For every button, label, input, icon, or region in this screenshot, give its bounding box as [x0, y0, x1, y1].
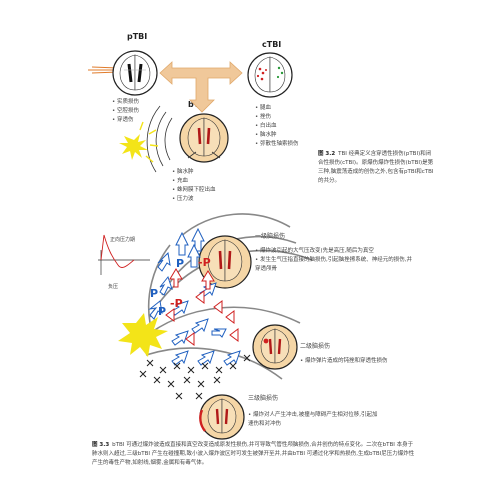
- svg-text:P: P: [158, 305, 166, 318]
- ptbi-brain-icon: [112, 50, 158, 96]
- tertiary-injury-brain-icon: [199, 394, 245, 440]
- list-item: • 爆炸波引起的大气压改变(先是高压,随后为真空: [255, 248, 374, 254]
- explosion-burst-icon: [119, 121, 159, 163]
- list-item: • 腿血: [255, 105, 271, 111]
- secondary-injury-text: • 爆炸弹片造成的钝挫和穿透性损伤: [300, 358, 388, 364]
- ctbi-label: cTBI: [262, 40, 282, 49]
- negative-pressure-arrows-icon: [165, 268, 239, 346]
- list-item: • 空腔损伤: [112, 108, 139, 114]
- figure-3-2: pTBI cTBI bTBI: [0, 0, 500, 205]
- caption-number: 图 3.2: [318, 151, 336, 157]
- list-item: • 弥散性轴索损伤: [255, 141, 299, 147]
- list-item: 穿透颅骨: [255, 266, 278, 272]
- ctbi-list: • 腿血 • 挫伤 • 白出血 • 脑水肿 • 弥散性轴索损伤: [255, 104, 299, 149]
- explosion-burst-icon: [118, 313, 168, 357]
- list-item: • 充血: [172, 178, 188, 184]
- ctbi-brain-icon: [247, 52, 293, 98]
- primary-injury-brain-icon: [198, 235, 252, 289]
- tertiary-injury-title: 三级脑损伤: [248, 395, 279, 402]
- secondary-injury-block: 二级脑损伤 • 爆炸弹片造成的钝挫和穿透性损伤: [300, 343, 388, 366]
- primary-injury-title: 一级脑损伤: [255, 233, 286, 240]
- list-item: • 爆炸对人产生冲击,被撞与障碍产生相对位移,引起加: [248, 412, 378, 418]
- graph-positive-phase-label: 正向压力期: [110, 237, 136, 243]
- blast-wave-arcs-icon: [146, 105, 173, 173]
- list-item: • 挫伤: [255, 114, 271, 120]
- pressure-graph-icon: [98, 234, 150, 275]
- tertiary-injury-block: 三级脑损伤 • 爆炸对人产生冲击,被撞与障碍产生相对位移,引起加 速伤和对冲伤: [248, 395, 378, 429]
- ptbi-list: • 实质损伤 • 空腔损伤 • 穿透伤: [112, 98, 139, 125]
- list-item: • 压力波: [172, 196, 194, 202]
- list-item: • 穿透伤: [112, 117, 134, 123]
- svg-text:P: P: [176, 257, 184, 270]
- negative-p-label-2: -P: [170, 297, 183, 310]
- positive-pressure-arrows-icon: [148, 227, 241, 366]
- figure-3-2-graphics: [88, 50, 293, 173]
- btbi-brain-icon: [179, 113, 229, 163]
- figure-3-3-graphics: P P P: [98, 213, 313, 440]
- primary-injury-text: • 爆炸波引起的大气压改变(先是高压,随后为真空 • 发生生气压指直接的脑损伤,…: [255, 247, 412, 274]
- ptbi-label: pTBI: [127, 32, 148, 41]
- list-item: • 脑水肿: [255, 132, 277, 138]
- primary-injury-block: 一级脑损伤 • 爆炸波引起的大气压改变(先是高压,随后为真空 • 发生生气压指直…: [255, 233, 412, 274]
- tertiary-injury-text: • 爆炸对人产生冲击,被撞与障碍产生相对位移,引起加 速伤和对冲伤: [248, 411, 378, 429]
- list-item: • 蛛网膜下腔出血: [172, 187, 216, 193]
- secondary-injury-brain-icon: [252, 324, 298, 370]
- list-item: 速伤和对冲伤: [248, 421, 282, 427]
- graph-vacuum-label: 负压: [108, 284, 119, 290]
- connector-arrows-icon: [159, 61, 243, 113]
- p-letters-icon: P P P: [150, 257, 184, 318]
- caption-text: TBI 经典定义含穿透性损伤(pTBI)和闭合性损伤(cTBI)。原爆伤爆炸性损…: [318, 151, 434, 184]
- list-item: • 脑水肿: [172, 169, 194, 175]
- shrapnel-icon: [139, 354, 251, 400]
- list-item: • 白出血: [255, 123, 277, 129]
- caption-number: 图 3.3: [92, 442, 110, 448]
- list-item: • 发生生气压指直接的脑损伤,引起脑挫擦系统、神经元的损伤,并: [255, 257, 412, 263]
- negative-p-label: -P: [198, 256, 211, 269]
- caption-text: bTBI 可通过爆炸波造成直接和真空改变造成原发性损伤,并可导致气管性颅脑损伤,…: [92, 442, 415, 466]
- figure-3-3: P P P 正向压力期 负压 -P -P 一级脑损伤: [0, 205, 500, 500]
- svg-text:P: P: [150, 287, 158, 300]
- list-item: • 实质损伤: [112, 99, 139, 105]
- secondary-injury-title: 二级脑损伤: [300, 343, 331, 350]
- btbi-list: • 脑水肿 • 充血 • 蛛网膜下腔出血 • 压力波: [172, 168, 216, 204]
